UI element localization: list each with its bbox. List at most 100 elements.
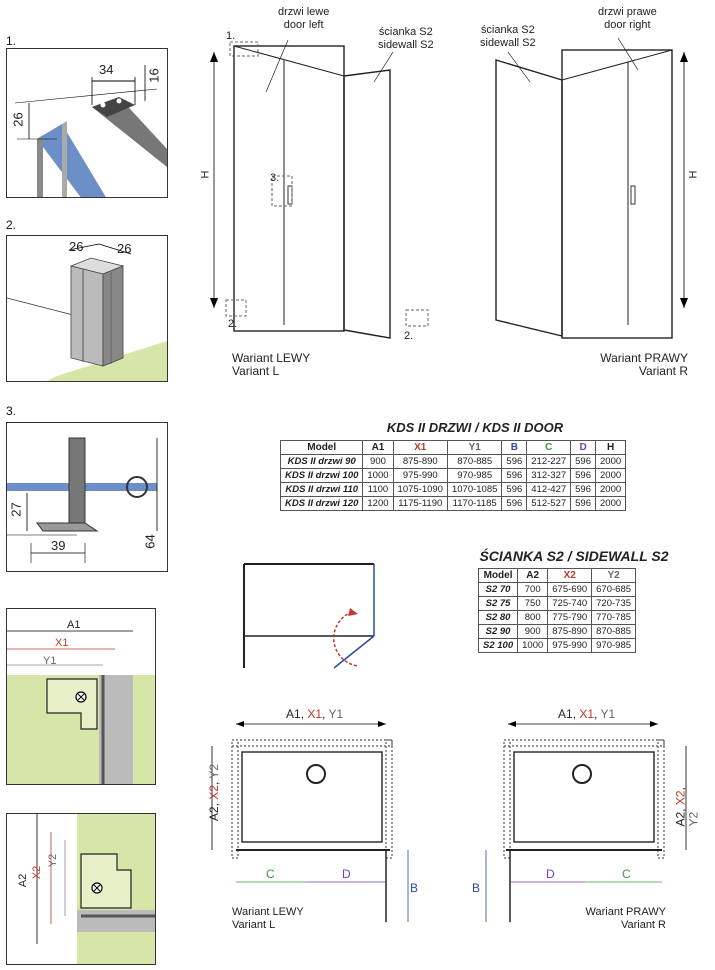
dim-64: 64 [142,534,158,549]
label-y1: Y1 [43,655,57,667]
detail-2-number: 2. [6,218,17,232]
door-table-header: Model A1 X1 Y1 B C D H [279,440,627,455]
cell: 875-890 [392,454,448,469]
cell: S2 100 [477,638,519,653]
hdr-x2: X2 [547,568,593,583]
hdr-y1: Y1 [446,440,503,455]
cell: 1070-1085 [446,482,503,497]
detail-a2-panel: A2 X2 Y2 [6,813,156,965]
dim-26: 26 [10,112,26,127]
cell: 870-885 [591,624,637,639]
dim-39: 39 [51,538,66,553]
left-door-frame [233,45,345,332]
plan-left-b: B [410,881,419,895]
cell: 900 [517,624,549,639]
cell: 775-790 [547,610,593,625]
cell: 770-785 [591,610,637,625]
cell: KDS II drzwi 100 [279,468,364,483]
hdr-model: Model [477,568,519,583]
door-swing-plan [232,556,382,686]
hdr-c: C [526,440,572,455]
height-h-right: H [687,170,700,179]
glass-pane [37,124,106,197]
cell: 700 [517,582,549,597]
cell: 596 [570,496,596,511]
cell: 720-735 [591,596,637,611]
plan-right-c: C [622,867,631,881]
cell: 1000 [517,638,549,653]
detail-3-panel: 27 39 64 [6,422,168,572]
marker-2-b: 2. [404,330,414,342]
detail-3-number: 3. [6,404,17,418]
hdr-h: H [594,440,627,455]
cell: 1075-1090 [392,482,448,497]
plan-left-d: D [342,867,351,881]
cell: 1170-1185 [446,496,503,511]
plan-left-top-label: A1, X1, Y1 [286,707,344,721]
cell: 2000 [594,482,627,497]
hdr-a1: A1 [362,440,394,455]
plan-left-side-label: A2, X2, Y2 [207,763,222,822]
cell: 900 [362,454,394,469]
right-door-frame [561,49,673,339]
sidewall-table-title: ŚCIANKA S2 / SIDEWALL S2 [479,548,669,564]
cell: 970-985 [446,468,503,483]
marker-2-a: 2. [228,318,238,330]
cell: 975-990 [392,468,448,483]
cell: 725-740 [547,596,593,611]
hdr-y2: Y2 [591,568,637,583]
dim-26-b: 26 [117,241,132,256]
detail-a1-panel: A1 X1 Y1 [6,608,156,785]
cell: S2 90 [477,624,519,639]
hdr-model: Model [279,440,364,455]
label-x2: X2 [31,865,44,880]
hdr-d: D [570,440,596,455]
cell: S2 75 [477,596,519,611]
hdr-x1: X1 [392,440,448,455]
cell: 1100 [362,482,394,497]
label-a1: A1 [67,619,81,631]
plan-right-top-label: A1, X1, Y1 [558,707,616,721]
cell: 750 [517,596,549,611]
cell: 870-885 [446,454,503,469]
dim-26-a: 26 [69,239,84,254]
plan-right-side-label: A2, X2, Y2 [673,787,701,827]
cell: 2000 [594,496,627,511]
cell: 675-690 [547,582,593,597]
cell: 512-527 [526,496,572,511]
height-h-left: H [199,170,212,179]
hdr-b: B [501,440,528,455]
cell: 212-227 [526,454,572,469]
cell: 596 [501,482,528,497]
cell: 596 [570,454,596,469]
cell: 1175-1190 [392,496,448,511]
dim-34: 34 [99,62,114,77]
cell: 2000 [594,468,627,483]
marker-3: 3. [270,172,280,184]
cell: 596 [501,468,528,483]
label-x1: X1 [55,637,69,649]
cell: KDS II drzwi 120 [279,496,364,511]
plan-left-c: C [266,867,275,881]
cell: 975-990 [547,638,593,653]
cell: 596 [501,496,528,511]
dim-27: 27 [8,502,24,517]
